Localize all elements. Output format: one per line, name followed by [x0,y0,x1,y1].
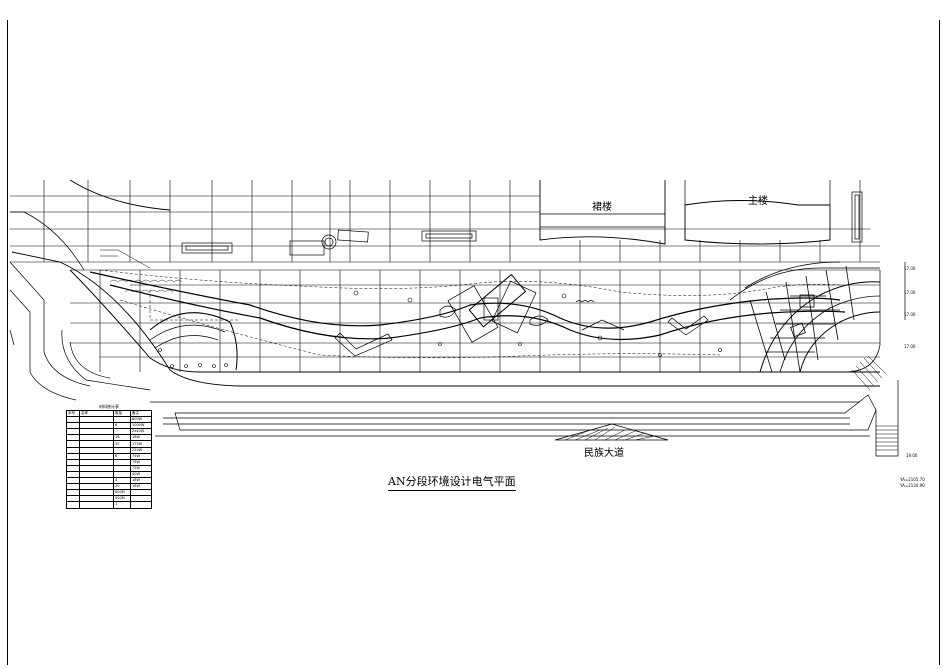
main-building-outline [684,200,831,245]
legend-cell [130,501,152,509]
elevation-note: 19.00 [906,453,918,458]
stairs [851,355,898,451]
coordinate-stamp: YA=2105.70 [900,477,925,482]
elevation-note: 17.00 [904,290,916,295]
elevation-note: 17.00 [904,312,916,317]
fan-pavilion [729,261,881,373]
drawing-title: AN分段环境设计电气平面 [388,473,516,491]
avenue-outline [174,394,877,431]
plaza-arc [149,312,238,371]
legend-cell [66,501,80,509]
site-boundary [69,179,171,211]
coordinate-stamp: YA=2130.90 [900,483,925,488]
legend-cell: 1 [113,501,131,509]
legend-row: 1 [66,501,152,509]
road-label: 民族大道 [584,448,624,459]
wave-path-lower [109,284,846,341]
legend-title: 材料统计表 [99,404,119,409]
main-building-label: 主楼 [748,196,768,207]
drawing-frame [7,20,940,665]
legend-row: 40W [66,470,152,479]
podium-outline [539,180,666,245]
wave-path-upper [89,271,841,329]
elevation-note: 17.00 [904,344,916,349]
legend-cell [79,501,114,509]
building-grid [10,180,880,372]
road-arrow [554,423,669,441]
podium-label: 裙楼 [592,202,612,213]
elevation-note: 17.00 [904,266,916,271]
